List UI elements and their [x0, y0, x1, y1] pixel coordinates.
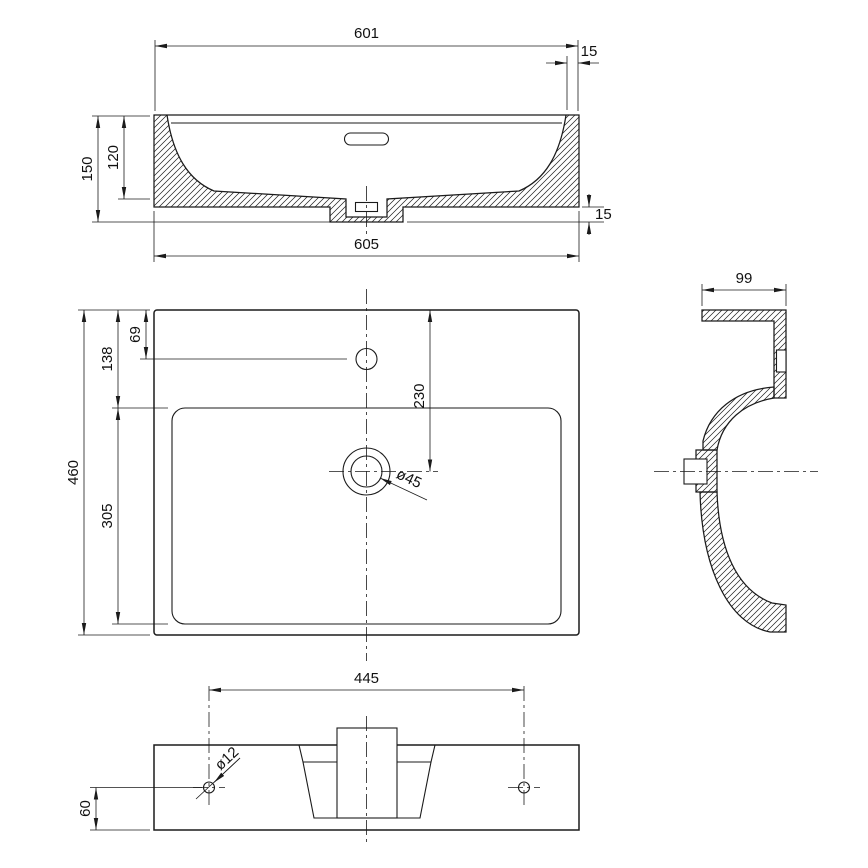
dim-overall-height: 150: [79, 115, 336, 223]
dim-label-305: 305: [99, 503, 116, 528]
dim-label-601: 601: [354, 25, 379, 42]
leader-line: [379, 477, 428, 501]
dim-rim-thickness: 15: [546, 43, 599, 110]
dim-label-99: 99: [736, 270, 753, 287]
dim-label-138: 138: [99, 346, 116, 371]
dim-mounting-hole-height: 60: [77, 787, 202, 831]
dim-label-460: 460: [65, 460, 82, 485]
dim-basin-depth: 120: [105, 116, 150, 200]
dim-label-15-top: 15: [581, 43, 598, 60]
dim-label-15-right: 15: [595, 206, 612, 223]
leader-arrow: [213, 757, 241, 783]
dim-label-605: 605: [354, 236, 379, 253]
dim-top-width: 601: [154, 25, 579, 111]
dim-mounting-hole-spacing: 445: [208, 670, 525, 805]
side-overflow-notch: [775, 349, 787, 373]
dim-overall-width: 605: [153, 211, 580, 262]
dim-label-69: 69: [127, 326, 144, 343]
plan-view: 460 69 138 305 230 ø45: [65, 289, 580, 661]
dim-side-depth: 99: [701, 270, 787, 306]
side-upper-wall: [702, 386, 775, 451]
dim-label-230: 230: [411, 383, 428, 408]
dim-overall-depth: 460: [65, 309, 150, 636]
dim-label-445: 445: [354, 670, 379, 687]
dim-label-120: 120: [105, 145, 122, 170]
rear-view: 445 ø12 60: [77, 670, 580, 846]
dim-label-60: 60: [77, 800, 94, 817]
side-section-view: 99: [654, 270, 818, 633]
dim-inner-rim-offset: 138: [99, 310, 168, 409]
dim-drain-center-offset: 230: [411, 310, 433, 472]
dim-base-height: 15: [407, 194, 612, 235]
basin-body-section: [153, 114, 580, 223]
dim-label-150: 150: [79, 156, 96, 181]
dim-tap-hole-offset: 69: [127, 310, 347, 360]
overflow-slot: [343, 132, 390, 146]
front-section-view: 601 15 150 120 605: [79, 25, 612, 262]
side-lower-wall: [699, 491, 787, 633]
dim-basin-inner-depth: 305: [99, 408, 168, 625]
rear-drain-boss: [336, 727, 398, 819]
side-rim-and-back-wall: [701, 309, 787, 399]
